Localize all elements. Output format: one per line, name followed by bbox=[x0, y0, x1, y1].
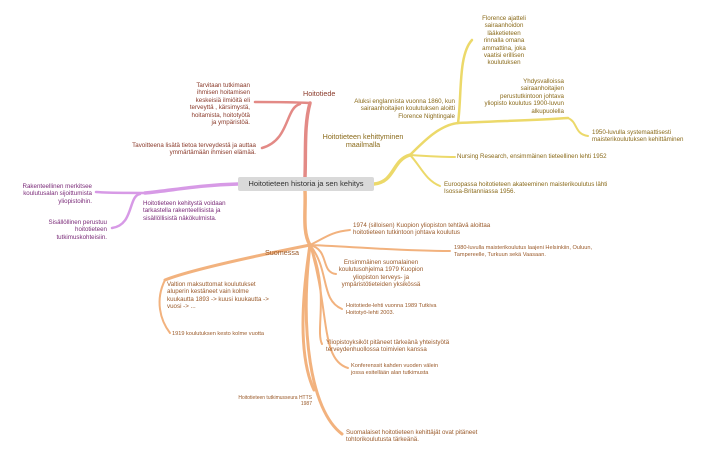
connector-purple bbox=[143, 182, 240, 195]
hoitotiede-title[interactable]: Hoitotiede bbox=[303, 89, 336, 98]
maailma-node-4[interactable]: 1950-luvulla systemaattisesti maisteriko… bbox=[592, 129, 684, 144]
connector-suomessa-n3 bbox=[309, 244, 337, 275]
connector-maailma bbox=[372, 153, 412, 186]
connector-suomessa-n5 bbox=[158, 279, 171, 334]
connector-hoitotiede-n1 bbox=[253, 100, 312, 105]
connector-maailma-n4 bbox=[567, 117, 589, 137]
maailma-node-3[interactable]: Yhdysvalloissa sairaanhoitajien perustut… bbox=[484, 78, 564, 115]
connector-maailma-n3 bbox=[456, 116, 570, 125]
purple-node-3[interactable]: Hoitotieteen kehitystä voidaan tarkastel… bbox=[143, 200, 226, 222]
suomessa-node-6[interactable]: Hoitotiede-lehti vuonna 1989 Tutkiva Hoi… bbox=[346, 303, 437, 317]
connector-suomessa bbox=[303, 189, 312, 247]
connector-maailma-n6 bbox=[409, 154, 441, 187]
maailma-node-5[interactable]: Nursing Research, ensimmäinen tieteellin… bbox=[457, 153, 607, 160]
connector-suomessa-n8 bbox=[309, 244, 349, 369]
connector-hoitotiede bbox=[303, 101, 312, 179]
suomessa-node-5[interactable]: 1919 koulutuksen kesto kolme vuotta bbox=[172, 331, 265, 337]
purple-node-1[interactable]: Rakenteellinen merkitsee koulutusalan si… bbox=[22, 183, 92, 205]
connector-maailma-n5 bbox=[409, 154, 456, 158]
suomessa-title[interactable]: Suomessa bbox=[265, 248, 299, 257]
hoitotiede-node-1[interactable]: Tarvitaan tutkimaan ihmisen hoitamisen k… bbox=[189, 82, 250, 127]
connector-maailma-n2 bbox=[456, 38, 474, 125]
connector-suomessa-n7 bbox=[309, 244, 323, 345]
maailma-node-1[interactable]: Aluksi englannista vuonna 1860, kun sair… bbox=[354, 98, 455, 120]
suomessa-node-9[interactable]: Hoitotieteen tutkimusseura HTTS 1987 bbox=[238, 395, 312, 407]
purple-node-2[interactable]: Sisällöllinen perustuu hoitotieteen tutk… bbox=[48, 219, 107, 241]
suomessa-node-2[interactable]: 1980-luvulla maisterikoulutus laajeni He… bbox=[454, 245, 593, 259]
connector-purple-n2 bbox=[110, 192, 142, 230]
connector-suomessa-n10 bbox=[304, 243, 344, 436]
hoitotiede-node-2[interactable]: Tavoitteena lisätä tietoa terveydestä ja… bbox=[132, 142, 256, 157]
suomessa-node-10[interactable]: Suomalaiset hoitotieteen kehittäjät ovat… bbox=[346, 429, 478, 444]
connector-maailma-n1 bbox=[408, 121, 460, 157]
connector-hoitotiede-n2 bbox=[260, 102, 302, 150]
connector-purple-n1 bbox=[94, 190, 147, 195]
suomessa-node-4[interactable]: Valtion maksuttomat koulutukset aluperin… bbox=[167, 281, 269, 311]
connector-suomessa-n6 bbox=[309, 244, 343, 310]
suomessa-node-7[interactable]: Yliopistoyksiköt pitäneet tärkeänä yhtei… bbox=[326, 339, 450, 354]
maailma-node-2[interactable]: Florence ajatteli sairaanhoidon lääketie… bbox=[482, 15, 526, 67]
root-node[interactable]: Hoitotieteen historia ja sen kehitys bbox=[238, 177, 374, 191]
suomessa-node-3[interactable]: Ensimmäinen suomalainen koulutusohjelma … bbox=[338, 259, 424, 289]
suomessa-node-1[interactable]: 1974 (silloisen) Kuopion yliopiston teht… bbox=[353, 222, 491, 237]
suomessa-node-8[interactable]: Konferenssit kahden vuoden välein jossa … bbox=[351, 363, 439, 377]
connector-suomessa-n4 bbox=[163, 243, 312, 282]
connector-suomessa-n1 bbox=[309, 229, 351, 246]
connector-suomessa-n2 bbox=[309, 244, 451, 252]
maailma-title[interactable]: Hoitotieteen kehittyminen maailmalla bbox=[322, 132, 404, 150]
maailma-node-6[interactable]: Euroopassa hoitotieteen akateeminen mais… bbox=[444, 181, 608, 196]
